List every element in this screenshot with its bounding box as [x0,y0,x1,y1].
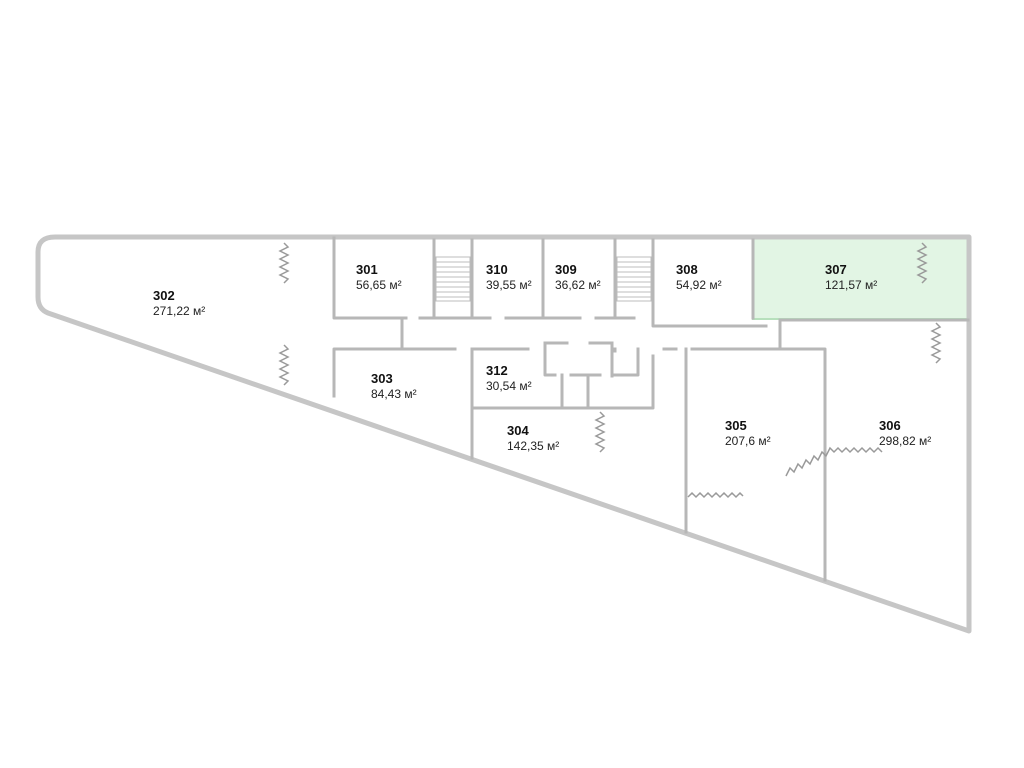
room-310[interactable]: 310 39,55 м² [486,262,532,292]
room-303[interactable]: 303 84,43 м² [371,371,417,401]
room-308[interactable]: 308 54,92 м² [676,262,722,292]
room-number: 310 [486,262,508,277]
room-304[interactable]: 304 142,35 м² [507,423,559,453]
room-number: 302 [153,288,175,303]
room-306[interactable]: 306 298,82 м² [879,418,931,448]
room-number: 301 [356,262,378,277]
room-number: 305 [725,418,747,433]
room-305[interactable]: 305 207,6 м² [725,418,771,448]
room-301[interactable]: 301 56,65 м² [356,262,402,292]
room-area: 30,54 м² [486,379,532,393]
room-307[interactable]: 307 121,57 м² [825,262,877,292]
room-area: 84,43 м² [371,387,417,401]
room-area: 298,82 м² [879,434,931,448]
room-area: 207,6 м² [725,434,771,448]
room-area: 271,22 м² [153,304,205,318]
room-number: 304 [507,423,529,438]
room-area: 56,65 м² [356,278,402,292]
room-area: 54,92 м² [676,278,722,292]
room-312[interactable]: 312 30,54 м² [486,363,532,393]
stairs-left-icon [435,256,471,302]
room-area: 142,35 м² [507,439,559,453]
interior-walls [332,236,970,582]
room-area: 39,55 м² [486,278,532,292]
room-number: 303 [371,371,393,386]
room-number: 307 [825,262,847,277]
room-number: 308 [676,262,698,277]
room-307-highlight [752,237,969,320]
room-area: 36,62 м² [555,278,601,292]
room-area: 121,57 м² [825,278,877,292]
room-number: 309 [555,262,577,277]
room-309[interactable]: 309 36,62 м² [555,262,601,292]
room-number: 312 [486,363,508,378]
room-302[interactable]: 302 271,22 м² [153,288,205,318]
stairs-right-icon [616,256,652,302]
zigzag-markers [278,242,942,499]
building-outline [35,234,972,634]
room-number: 306 [879,418,901,433]
